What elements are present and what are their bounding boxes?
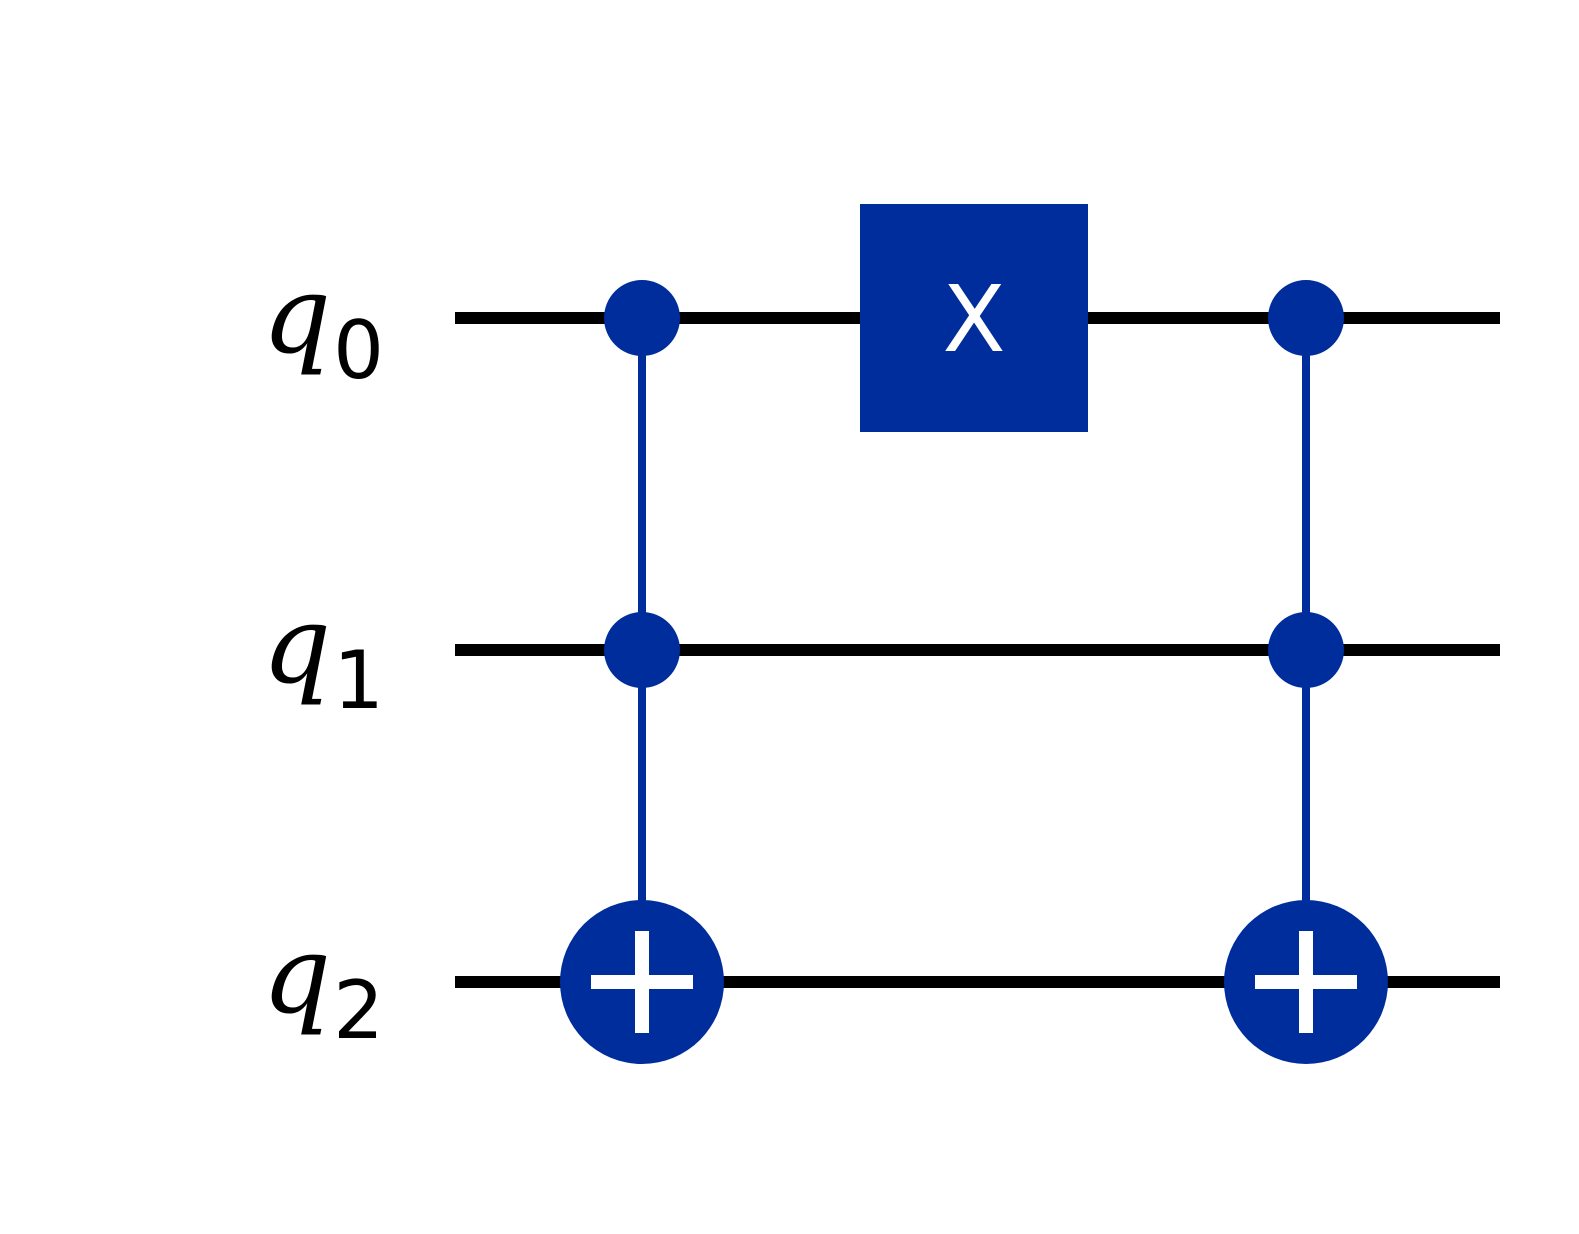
qubit-letter: q bbox=[262, 253, 332, 378]
toffoli-gate bbox=[1224, 280, 1388, 1064]
qubit-label-q1: q1 bbox=[262, 592, 384, 721]
qubit-index: 0 bbox=[333, 304, 385, 397]
x-gate-box bbox=[860, 204, 1088, 432]
qubit-label-q2: q2 bbox=[262, 922, 384, 1051]
control-dot bbox=[604, 280, 680, 356]
qubit-index: 2 bbox=[333, 964, 385, 1057]
qubit-letter: q bbox=[262, 583, 332, 708]
control-dot bbox=[1268, 612, 1344, 688]
x-gate: X bbox=[860, 204, 1088, 432]
qubit-label-q0: q0 bbox=[262, 262, 384, 391]
control-dot bbox=[604, 612, 680, 688]
x-gate-label: X bbox=[942, 266, 1005, 373]
toffoli-gate bbox=[560, 280, 724, 1064]
qubit-index: 1 bbox=[333, 634, 385, 727]
control-dot bbox=[1268, 280, 1344, 356]
qubit-letter: q bbox=[262, 913, 332, 1038]
